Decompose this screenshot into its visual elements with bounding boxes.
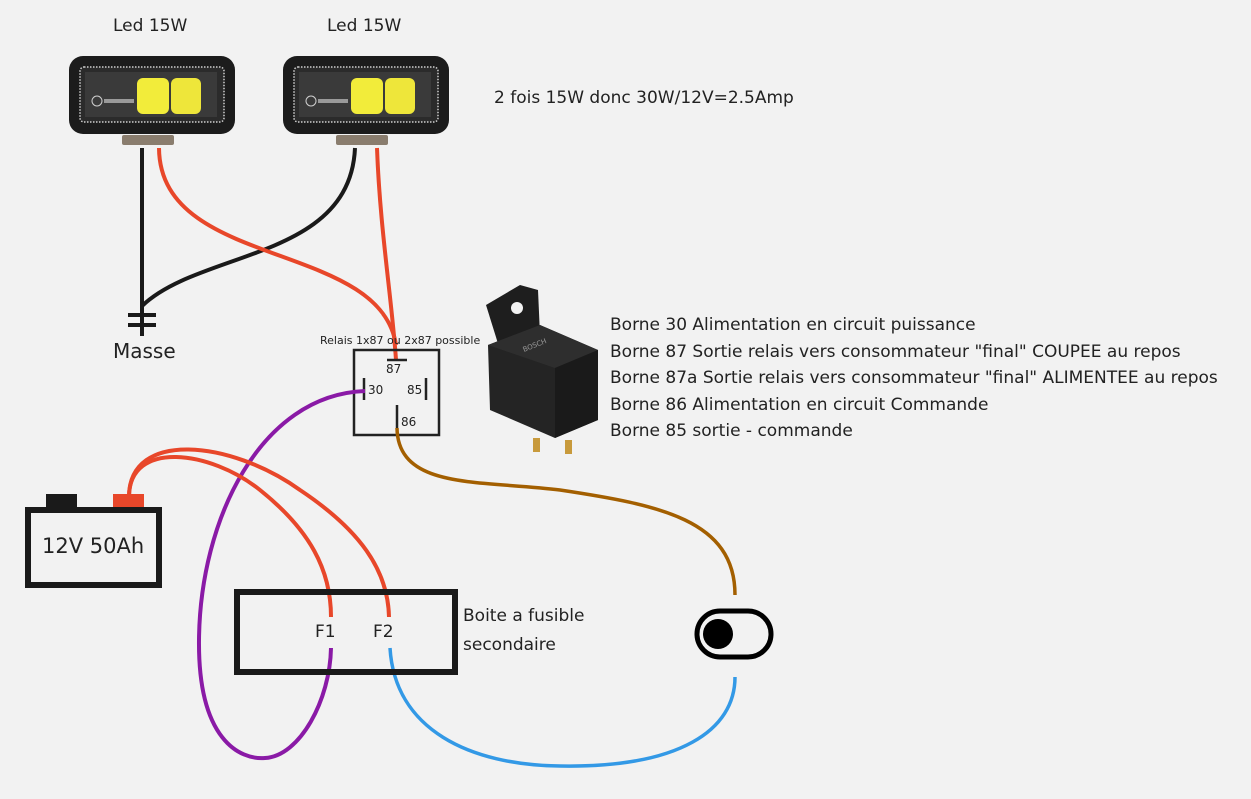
relay-terminal-87: 87 (386, 362, 402, 376)
wire-ground-lamp2 (140, 147, 357, 308)
wire-positive-lamp1 (157, 147, 398, 346)
relay-legend: Borne 30 Alimentation en circuit puissan… (610, 312, 1218, 445)
legend-line-87: Borne 87 Sortie relais vers consommateur… (610, 341, 1181, 362)
fusebox-label-line1: Boite a fusible (463, 606, 585, 626)
relay-caption: Relais 1x87 ou 2x87 possible (320, 334, 481, 347)
wire-battery-to-f1 (127, 455, 333, 618)
wire-f2-to-switch (388, 647, 737, 768)
relay-terminal-85: 85 (407, 383, 423, 397)
legend-line-86: Borne 86 Alimentation en circuit Command… (610, 394, 989, 415)
fuse-f2-label: F2 (373, 622, 394, 642)
led-lamp-2 (283, 56, 449, 145)
fusebox-outline (234, 589, 458, 675)
wire-relay86-to-switch (395, 427, 737, 596)
legend-line-87a: Borne 87a Sortie relais vers consommateu… (610, 368, 1218, 389)
wire-battery-to-f2 (127, 447, 391, 618)
battery-label: 12V 50Ah (42, 534, 145, 558)
toggle-switch-icon[interactable] (694, 608, 774, 660)
wire-relay30-to-f1 (196, 389, 366, 761)
fuse-f1-label: F1 (315, 622, 336, 642)
ground-symbol-icon (128, 306, 156, 336)
power-note: 2 fois 15W donc 30W/12V=2.5Amp (494, 88, 794, 108)
lamp-1-label: Led 15W (113, 16, 188, 36)
relay-photo: BOSCH (486, 285, 598, 454)
battery-icon (25, 494, 162, 588)
lamp-2-label: Led 15W (327, 16, 402, 36)
legend-line-85: Borne 85 sortie - commande (610, 421, 853, 442)
relay-terminal-86: 86 (401, 415, 417, 429)
legend-line-30: Borne 30 Alimentation en circuit puissan… (610, 315, 976, 335)
wire-positive-lamp2 (375, 147, 398, 361)
relay-terminal-30: 30 (368, 383, 384, 397)
led-lamp-1 (69, 56, 235, 145)
fusebox-label-line2: secondaire (463, 635, 556, 655)
ground-label: Masse (113, 339, 176, 363)
